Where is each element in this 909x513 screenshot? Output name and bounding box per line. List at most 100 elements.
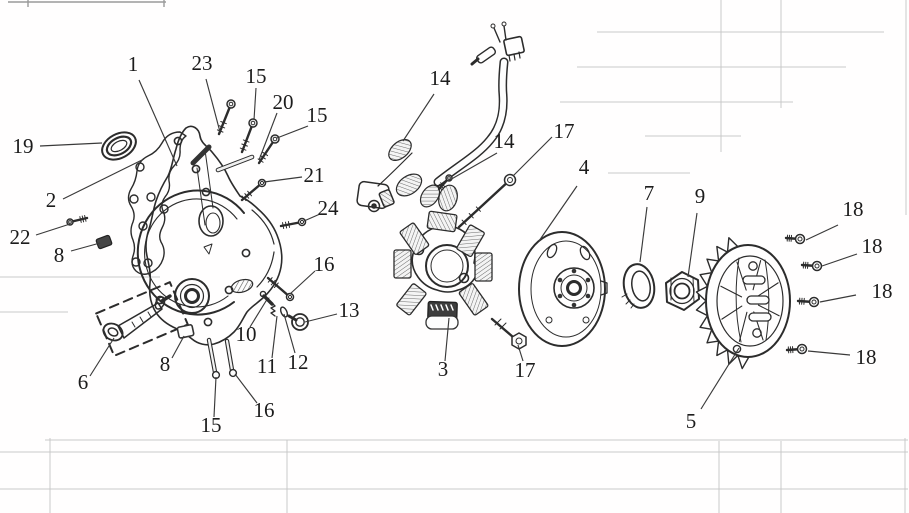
callout-leader-line [70,242,101,252]
callout-leader-line [39,142,103,147]
stator-coils [393,210,493,330]
callout-label: 23 [192,51,213,75]
screw [279,217,307,230]
callout-leader-line [807,350,851,356]
screw-thread [259,155,266,160]
screws [66,99,823,380]
callout-leader-line [512,136,553,177]
screw-head [796,343,808,355]
callout-label: 5 [686,409,697,433]
callout-leader-line [805,224,839,241]
screw-head-detail [287,294,293,300]
callout-leader-line [283,313,296,354]
screw-thread [242,139,250,143]
washer [279,306,289,318]
screw-shaft [457,178,512,229]
callout-label: 24 [318,196,340,220]
callout-leader-line [62,158,145,200]
screw-thread [461,219,467,226]
fan [695,237,791,370]
callout-label: 18 [843,197,864,221]
screw-head [248,118,258,128]
screw-head [297,217,307,227]
oil-seal [101,131,137,161]
callout-label: 15 [307,103,328,127]
callout-leader-line [538,185,578,242]
screw-head-detail [259,180,265,186]
screw-thread [79,216,82,223]
callout-label: 17 [515,358,536,382]
spring [270,302,276,317]
screw-head [226,99,236,109]
screw-head-detail [228,101,234,107]
stator-coil [458,283,489,316]
screw-head-detail [299,219,305,225]
callout-leader-line [700,347,740,410]
screw-head [811,260,823,272]
fan-blade [720,285,743,298]
screw-shaft [257,137,277,165]
screw-head-detail [811,299,817,305]
screw-head-detail [507,177,513,183]
keyway-notch [600,280,608,296]
screw-shaft [240,181,264,202]
stator-coil [456,224,485,258]
callout-leader-line [138,79,178,167]
fan-fins [695,237,750,370]
screw [457,173,517,229]
callout-leader-line [234,373,258,404]
screw-thread [241,143,248,147]
callout-label: 1 [128,52,139,76]
screw-thread [218,125,226,129]
callout-leader-line [402,93,435,142]
screw [257,134,280,165]
flange-nut [665,271,700,311]
callout-label: 16 [314,252,335,276]
callout-label: 18 [862,234,883,258]
callout-leader-line [639,206,648,263]
callout-label: 8 [160,352,171,376]
callout-leader-line [258,112,278,161]
screw-shaft [240,121,255,154]
screw-head-detail [272,136,278,142]
oil-check-bolt-set [259,290,309,331]
fan-blade [721,305,743,320]
screw [796,296,820,308]
callout-leader-line [444,317,450,362]
screw-head [285,292,295,302]
screw-head [270,134,280,144]
screw-thread [273,282,279,288]
callout-leader-line [289,270,316,295]
callout-label: 18 [856,345,877,369]
wire-terminals [493,25,507,43]
stud-body-fill [225,339,234,372]
screw-thread [220,120,227,125]
stator-coil [474,252,493,282]
screw-thread [287,221,291,228]
screw-head [808,296,820,308]
stud-tip [228,368,238,378]
screw-head [257,178,267,188]
callout-label: 3 [438,357,449,381]
screw-thread [81,215,85,223]
screw [240,178,267,202]
bolt-shaft [490,317,515,339]
kickstart-shaft [95,281,189,357]
rotor-bolt-holes [557,268,591,308]
rotor [518,231,608,347]
screw [66,214,89,226]
callout-leader-line [35,223,71,236]
callout-leader-line [687,212,698,278]
pickup-coil [425,300,459,330]
bolt-head [291,313,309,331]
callout-label: 7 [644,181,655,205]
screw [785,343,808,355]
fan-blade [752,260,762,291]
callout-label: 15 [246,64,267,88]
screw-thread [244,193,250,199]
screw-thread [475,206,481,212]
callout-label: 9 [695,184,706,208]
